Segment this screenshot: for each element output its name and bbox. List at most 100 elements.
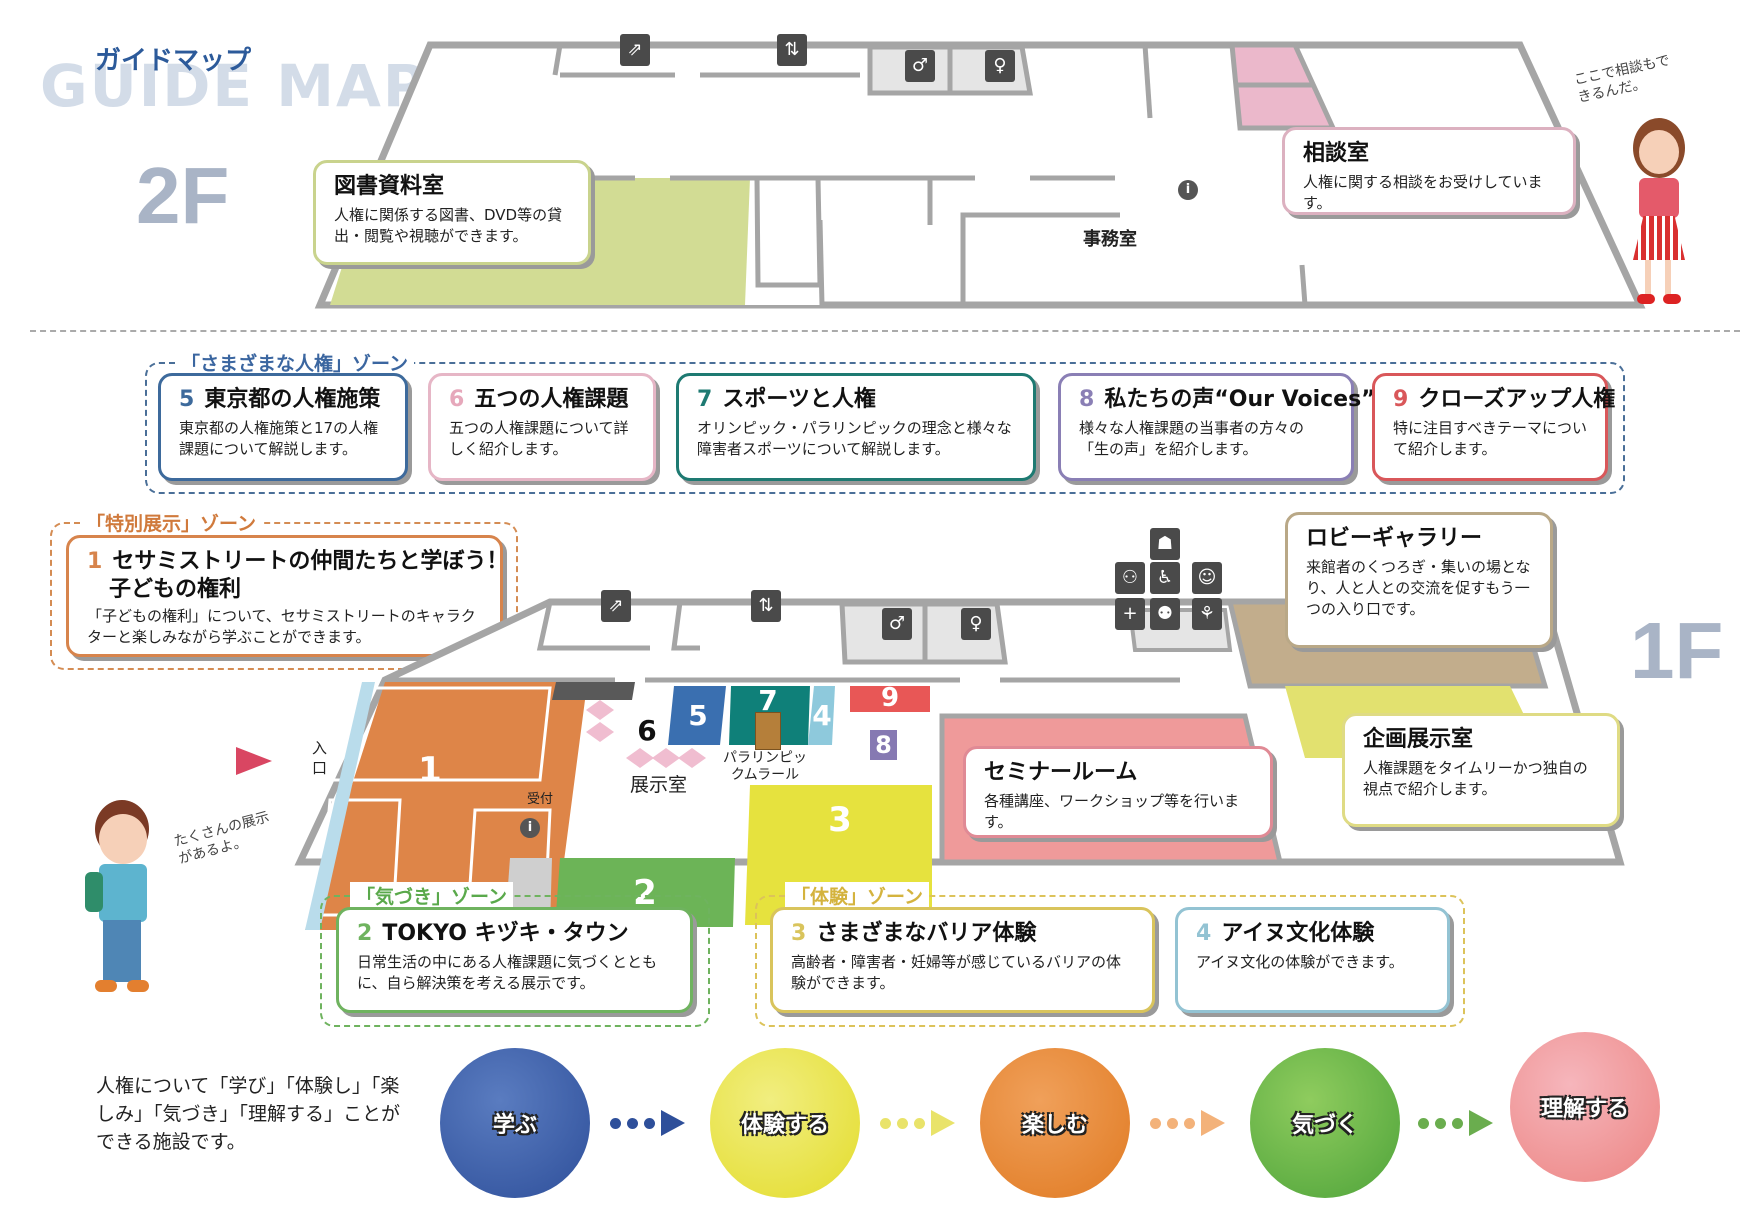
consult-room-title: 相談室 <box>1303 141 1370 166</box>
library-title: 図書資料室 <box>334 174 445 199</box>
area-7[interactable]: 7 <box>758 683 778 717</box>
seminar-room-title: セミナールーム <box>984 760 1138 785</box>
area-2[interactable]: 2 <box>633 873 657 913</box>
exhibit-card-8[interactable]: 8 私たちの声“Our Voices” 様々な人権課題の当事者の方々の「生の声」を… <box>1058 373 1376 481</box>
exhibit-desc: 様々な人権課題の当事者の方々の「生の声」を紹介します。 <box>1079 419 1305 458</box>
area-4[interactable]: 4 <box>812 698 832 732</box>
baby-changing-icon: ☗ <box>1150 528 1180 560</box>
mural-icon <box>755 712 781 750</box>
exhibit-desc: アイヌ文化の体験ができます。 <box>1196 953 1404 971</box>
area-6[interactable]: 6 <box>637 713 657 747</box>
step-rikai: 理解する <box>1510 1032 1660 1182</box>
flow-arrow-1 <box>610 1110 685 1136</box>
consult-room-card[interactable]: 相談室 人権に関する相談をお受けしています。 <box>1282 127 1576 215</box>
kikaku-room-title: 企画展示室 <box>1363 727 1474 752</box>
exhibit-number: 1 <box>87 549 103 574</box>
kikaku-room-desc: 人権課題をタイムリーかつ独自の視点で紹介します。 <box>1363 759 1588 798</box>
exhibit-card-7[interactable]: 7 スポーツと人権 オリンピック・パラリンピックの理念と様々な障害者スポーツについ… <box>676 373 1036 481</box>
reception-info-icon: i <box>520 818 540 838</box>
area-8[interactable]: 8 <box>875 731 892 759</box>
step-tanoshimu: 楽しむ <box>980 1048 1130 1198</box>
elevator-icon: ⇅ <box>751 590 781 622</box>
first-aid-icon: + <box>1115 598 1145 630</box>
family-restroom-icon: ⚇ <box>1115 562 1145 594</box>
area-3[interactable]: 3 <box>828 800 852 840</box>
office-label: 事務室 <box>1083 229 1137 250</box>
zone-tokubetsu-label: 「特別展示」ゾーン <box>80 509 263 536</box>
area-1[interactable]: 1 <box>418 750 442 790</box>
exhibit-desc: 東京都の人権施策と17の人権課題について解説します。 <box>179 419 379 458</box>
mural-label: パラリンピックムラール <box>723 750 807 783</box>
exhibit-title: クローズアップ人権 <box>1418 387 1616 412</box>
seminar-room-card[interactable]: セミナールーム 各種講座、ワークショップ等を行います。 <box>963 746 1273 838</box>
exhibit-title: アイヌ文化体験 <box>1221 921 1375 946</box>
zone-tokubetsu: 「特別展示」ゾーン <box>50 509 518 670</box>
mens-restroom-icon: ♂ <box>905 50 935 82</box>
exhibit-title: スポーツと人権 <box>722 387 876 412</box>
floor-label-2f: 2F <box>136 151 230 240</box>
kikaku-room-card[interactable]: 企画展示室 人権課題をタイムリーかつ独自の視点で紹介します。 <box>1342 713 1620 827</box>
floor-label-1f: 1F <box>1630 606 1724 695</box>
exhibit-title-line2: 子どもの権利 <box>109 577 242 602</box>
exhibit-title: 五つの人権課題 <box>474 387 629 412</box>
exhibit-number: 8 <box>1079 387 1095 412</box>
step-taiken: 体験する <box>710 1048 860 1198</box>
exhibit-title: 東京都の人権施策 <box>204 387 381 412</box>
floor-plan-1f <box>294 598 1625 866</box>
area-5[interactable]: 5 <box>688 698 708 732</box>
guide-map-watermark: GUIDE MAP <box>40 52 428 120</box>
exhibit-number: 5 <box>179 387 195 412</box>
step-manabu: 学ぶ <box>440 1048 590 1198</box>
womens-restroom-icon: ♀ <box>985 50 1015 82</box>
zone-taiken-label: 「体験」ゾーン <box>785 882 930 909</box>
consult-room-desc: 人権に関する相談をお受けしています。 <box>1303 173 1543 212</box>
exhibit-card-4[interactable]: 4 アイヌ文化体験 アイヌ文化の体験ができます。 <box>1175 907 1450 1013</box>
stairs-icon: ⇗ <box>620 34 650 66</box>
zone-kizuki-label: 「気づき」ゾーン <box>350 882 514 909</box>
exhibit-room-label: 展示室 <box>630 774 688 796</box>
ostomate-icon: ⚉ <box>1150 598 1180 630</box>
zone-kizuki: 「気づき」ゾーン <box>320 882 710 1027</box>
exhibit-number: 2 <box>357 921 373 946</box>
area-9[interactable]: 9 <box>880 683 900 713</box>
floor-plan-2f <box>314 41 1646 309</box>
lobby-gallery-card[interactable]: ロビーギャラリー 来館者のくつろぎ・集いの場となり、人と人との交流を促すもう一つ… <box>1285 512 1553 648</box>
facility-description: 人権について「学び」「体験し」「楽しみ」「気づき」「理解する」ことができる施設で… <box>96 1075 401 1153</box>
reception-label: 受付 <box>527 792 554 807</box>
zone-taiken: 「体験」ゾーン <box>755 882 1465 1027</box>
zone-samazama-label: 「さまざまな人権」ゾーン <box>175 349 415 376</box>
exhibit-card-5[interactable]: 5 東京都の人権施策 東京都の人権施策と17の人権課題について解説します。 <box>158 373 408 481</box>
exhibit-desc: オリンピック・パラリンピックの理念と様々な障害者スポーツについて解説します。 <box>697 419 1012 458</box>
womens-restroom-icon: ♀ <box>961 608 991 640</box>
seminar-room-desc: 各種講座、ワークショップ等を行います。 <box>984 792 1240 831</box>
info-icon: i <box>1178 180 1198 200</box>
zone-samazama: 「さまざまな人権」ゾーン <box>145 349 1625 494</box>
baby-care-icon: ⚘ <box>1192 598 1222 630</box>
lobby-gallery-title: ロビーギャラリー <box>1306 526 1483 551</box>
exhibit-title: 私たちの声“Our Voices” <box>1104 387 1376 412</box>
exhibit-number: 7 <box>697 387 713 412</box>
flow-arrow-4 <box>1418 1110 1493 1136</box>
exhibit-desc: 五つの人権課題について詳しく紹介します。 <box>449 419 629 458</box>
exhibit-number: 3 <box>791 921 807 946</box>
exhibit-number: 9 <box>1393 387 1409 412</box>
lobby-gallery-desc: 来館者のくつろぎ・集いの場となり、人と人との交流を促すもう一つの入り口です。 <box>1306 558 1531 618</box>
flow-arrow-3 <box>1150 1110 1225 1136</box>
wheelchair-icon: ♿ <box>1150 562 1180 594</box>
mens-restroom-icon: ♂ <box>882 608 912 640</box>
step-kizuku: 気づく <box>1250 1048 1400 1198</box>
exhibit-title: さまざまなバリア体験 <box>816 921 1037 946</box>
exhibit-title: TOKYO キヅキ・タウン <box>382 921 629 946</box>
library-desc: 人権に関係する図書、DVD等の貸出・閲覧や視聴ができます。 <box>334 206 563 245</box>
elevator-icon: ⇅ <box>777 34 807 66</box>
library-card[interactable]: 図書資料室 人権に関係する図書、DVD等の貸出・閲覧や視聴ができます。 <box>313 160 591 265</box>
girl-character <box>1625 118 1695 308</box>
entrance-label[interactable]: 入口 <box>312 739 328 777</box>
exhibit-number: 4 <box>1196 921 1212 946</box>
exhibit-desc: 「子どもの権利」について、セサミストリートのキャラクターと楽しみながら学ぶことが… <box>87 607 476 646</box>
